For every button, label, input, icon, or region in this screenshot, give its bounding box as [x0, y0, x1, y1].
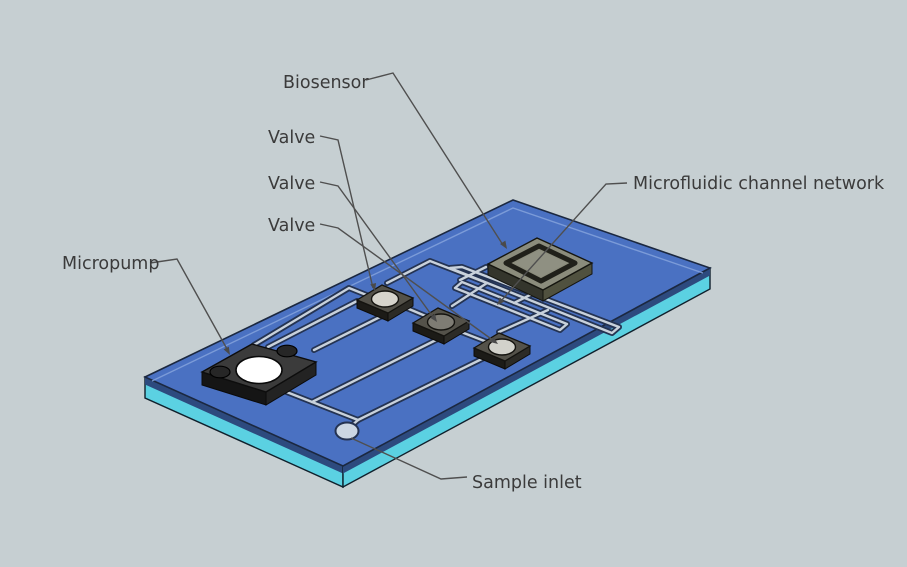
leader-valve-3	[319, 223, 495, 342]
arrowhead-valve-3	[490, 337, 498, 344]
valve-a-block	[355, 284, 415, 322]
label-valve-1: Valve	[268, 128, 315, 148]
arrowhead-valve-1	[370, 283, 377, 291]
leader-biosensor	[365, 72, 504, 246]
label-sample-inlet: Sample inlet	[472, 473, 582, 493]
label-valve-2: Valve	[268, 174, 315, 194]
channel-network	[251, 258, 622, 432]
sample-inlet-port	[334, 421, 360, 441]
label-micropump: Micropump	[62, 254, 159, 274]
label-biosensor: Biosensor	[283, 73, 369, 93]
biosensor-block	[486, 237, 594, 302]
chip-side-left-strip	[145, 377, 343, 474]
arrowhead-valve-2	[430, 313, 437, 322]
leader-micropump	[149, 258, 228, 350]
micropump-block	[200, 343, 318, 406]
valve-b-disc	[426, 313, 456, 331]
biosensor-sensing-area	[514, 250, 567, 277]
arrowhead-biosensor	[500, 240, 507, 249]
label-channel-network: Microfluidic channel network	[633, 174, 885, 194]
chip-side-right-strip	[343, 268, 710, 474]
arrowhead-channel-network	[497, 297, 505, 305]
arrowhead-micropump	[223, 346, 230, 355]
leader-channel-network	[500, 182, 628, 302]
annotation-labels: Biosensor Valve Valve Valve Micropump Mi…	[62, 73, 885, 493]
label-valve-3: Valve	[268, 216, 315, 236]
leader-sample-inlet	[350, 437, 468, 480]
leader-valve-1	[319, 135, 374, 289]
valve-a-disc	[370, 290, 400, 308]
micropump-diaphragm	[235, 355, 283, 385]
micropump-port-top	[276, 344, 298, 358]
chip-side-faces	[144, 266, 711, 489]
leader-lines	[149, 72, 628, 480]
chip-bevel-highlight	[151, 207, 704, 382]
biosensor-sensing-frame	[503, 243, 578, 284]
micropump-port-left	[209, 365, 231, 379]
